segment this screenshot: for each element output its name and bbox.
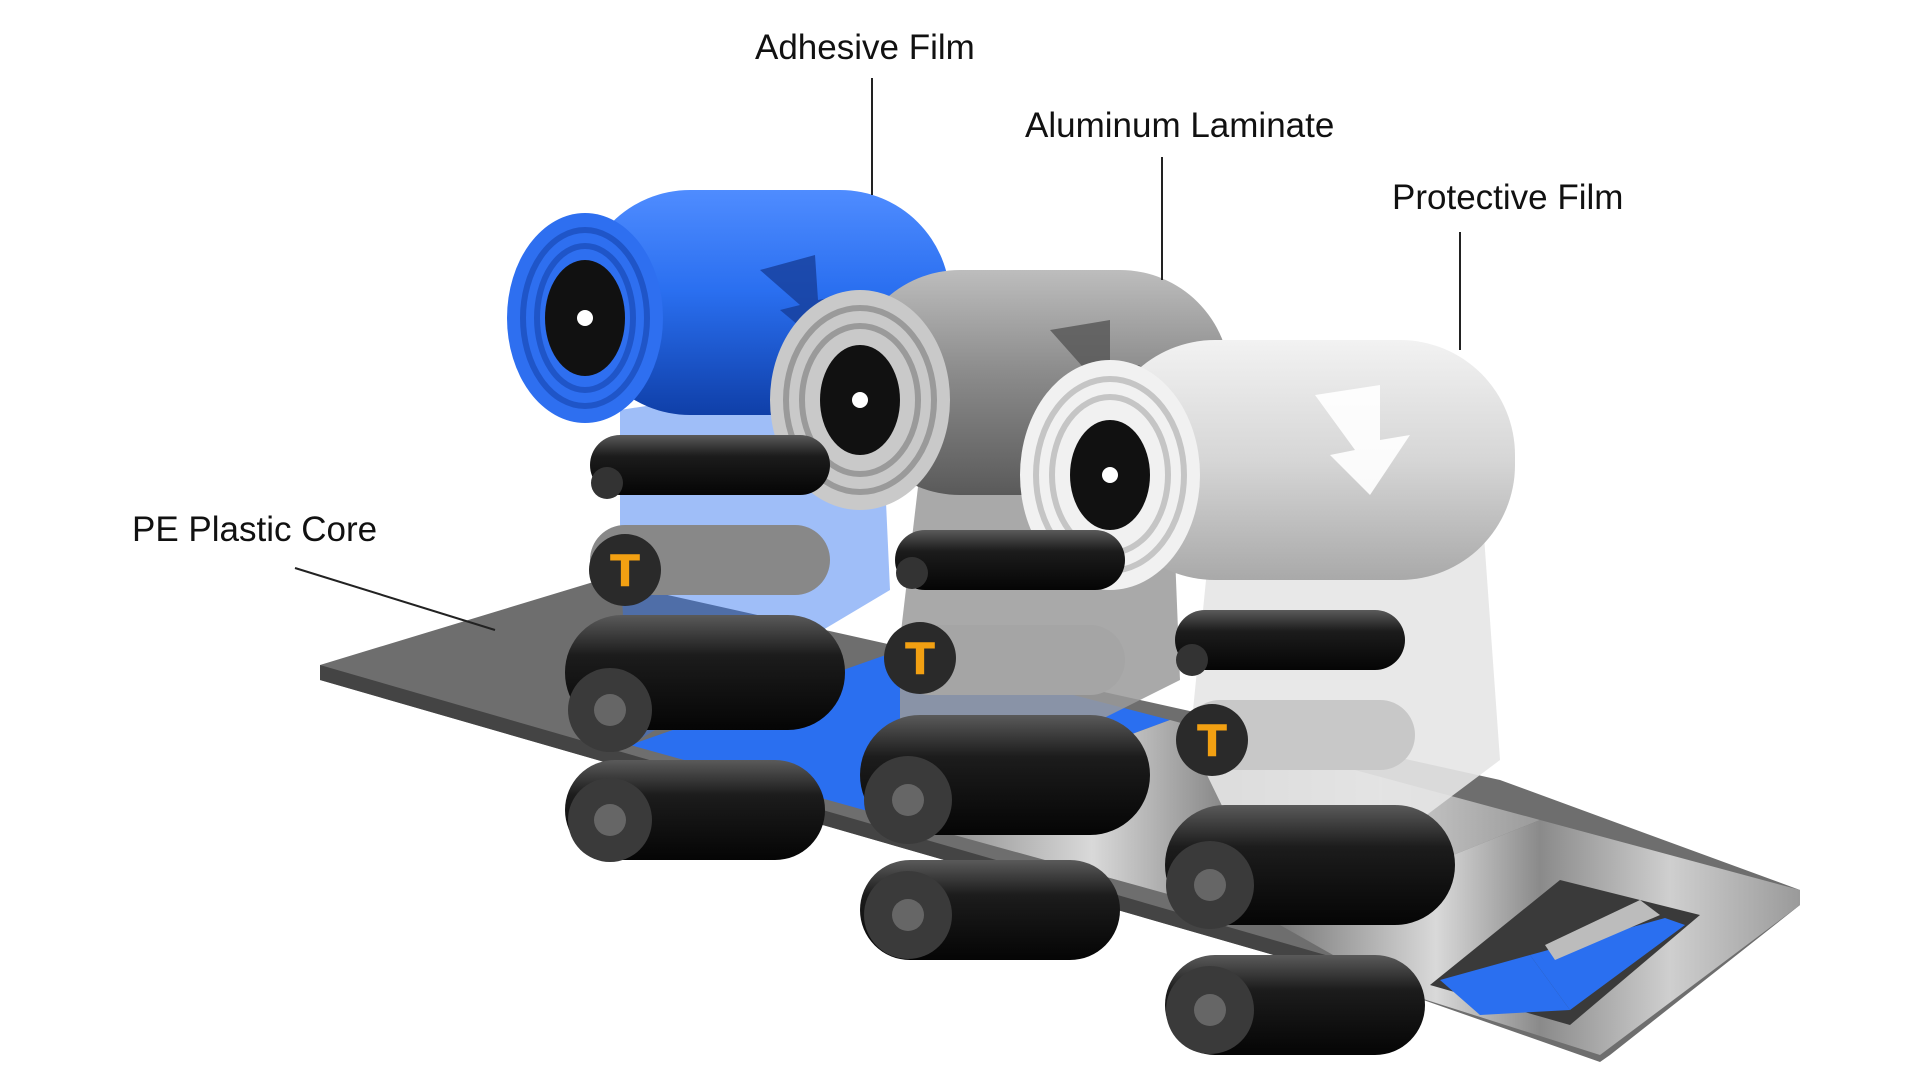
aluminum-laminate-label: Aluminum Laminate [1025, 106, 1335, 145]
pe-plastic-core-label: PE Plastic Core [132, 510, 378, 549]
tension-marker-3: T [1197, 716, 1227, 767]
rotation-arrow-icon [1315, 385, 1410, 495]
core-leader-line [294, 567, 496, 631]
tension-roller-3 [1176, 700, 1415, 776]
leader-lines [294, 78, 1461, 631]
tension-roller-2 [884, 622, 1125, 695]
tension-roller-1 [589, 525, 830, 606]
nip-rollers-upper [565, 615, 1455, 929]
guide-rollers [590, 435, 1405, 676]
protective-film-label: Protective Film [1392, 178, 1624, 217]
tension-marker-1: T [610, 546, 640, 597]
tension-marker-2: T [905, 634, 935, 685]
nip-rollers-lower [565, 760, 1425, 1055]
adhesive-film-label: Adhesive Film [755, 28, 975, 67]
